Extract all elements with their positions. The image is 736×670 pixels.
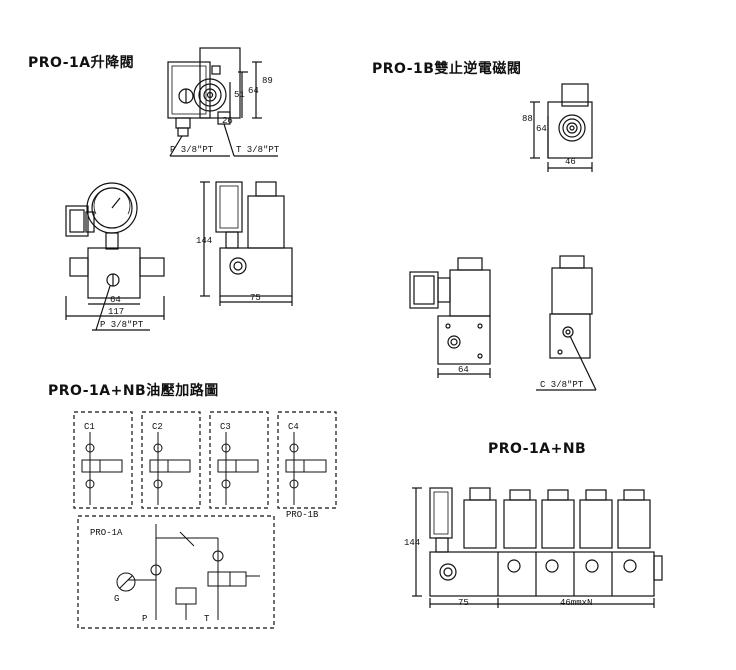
pro1b-valve-symbols	[81, 432, 327, 505]
hydraulic-circuit	[73, 411, 337, 629]
assembly-dim-75: 75	[458, 598, 469, 608]
circuit-label-pro1b: PRO-1B	[286, 510, 319, 520]
pro1a-side-view	[200, 181, 293, 306]
assembly-dim-46: 46mmxN	[560, 598, 593, 608]
pro1a-front-port-p: P 3/8"PT	[100, 320, 144, 330]
pro1a-top-dim-64: 64	[248, 86, 259, 96]
pro1a-front-dim-117: 117	[108, 307, 125, 317]
pro1a-title: PRO-1A升降閥	[28, 55, 135, 71]
pro1b-top-dim-88: 88	[522, 114, 533, 124]
pro1a-top-dim-26: 26	[222, 116, 233, 126]
circuit-label-p: P	[142, 614, 148, 624]
pro1a-side-dim-144: 144	[196, 236, 213, 246]
circuit-label-c1: C1	[84, 422, 95, 432]
pro1a-top-view	[167, 47, 278, 157]
pro1a-side-dim-75: 75	[250, 293, 261, 303]
assembly-title: PRO-1A+NB	[488, 441, 587, 457]
circuit-label-c3: C3	[220, 422, 231, 432]
pro1a-top-dim-89: 89	[262, 76, 273, 86]
pro1a-top-port-t: T 3/8"PT	[236, 145, 280, 155]
circuit-label-pro1a: PRO-1A	[90, 528, 123, 538]
pro1b-top-view	[530, 83, 593, 172]
pro1b-title: PRO-1B雙止逆電磁閥	[372, 61, 522, 77]
assembly-dim-144: 144	[404, 538, 421, 548]
circuit-label-c2: C2	[152, 422, 163, 432]
pro1b-side-view	[536, 255, 597, 391]
pro1b-front-port-c: C 3/8"PT	[540, 380, 584, 390]
circuit-label-g: G	[114, 594, 120, 604]
pro1a-nb-assembly	[412, 487, 663, 608]
pro1b-top-dim-64: 64	[536, 124, 547, 134]
circuit-title: PRO-1A+NB油壓加路圖	[48, 383, 219, 399]
pro1b-front-dim-64: 64	[458, 365, 469, 375]
circuit-label-t: T	[204, 614, 210, 624]
pro1a-front-dim-64: 64	[110, 295, 121, 305]
pro1b-top-dim-46: 46	[565, 157, 576, 167]
pro1a-top-dim-51: 51	[234, 90, 245, 100]
pro1b-front-view	[409, 257, 491, 378]
pro1a-circuit-symbols	[116, 524, 260, 620]
pro1a-front-view	[65, 182, 165, 331]
circuit-label-c4: C4	[288, 422, 299, 432]
pro1a-top-port-p: P 3/8"PT	[170, 145, 214, 155]
